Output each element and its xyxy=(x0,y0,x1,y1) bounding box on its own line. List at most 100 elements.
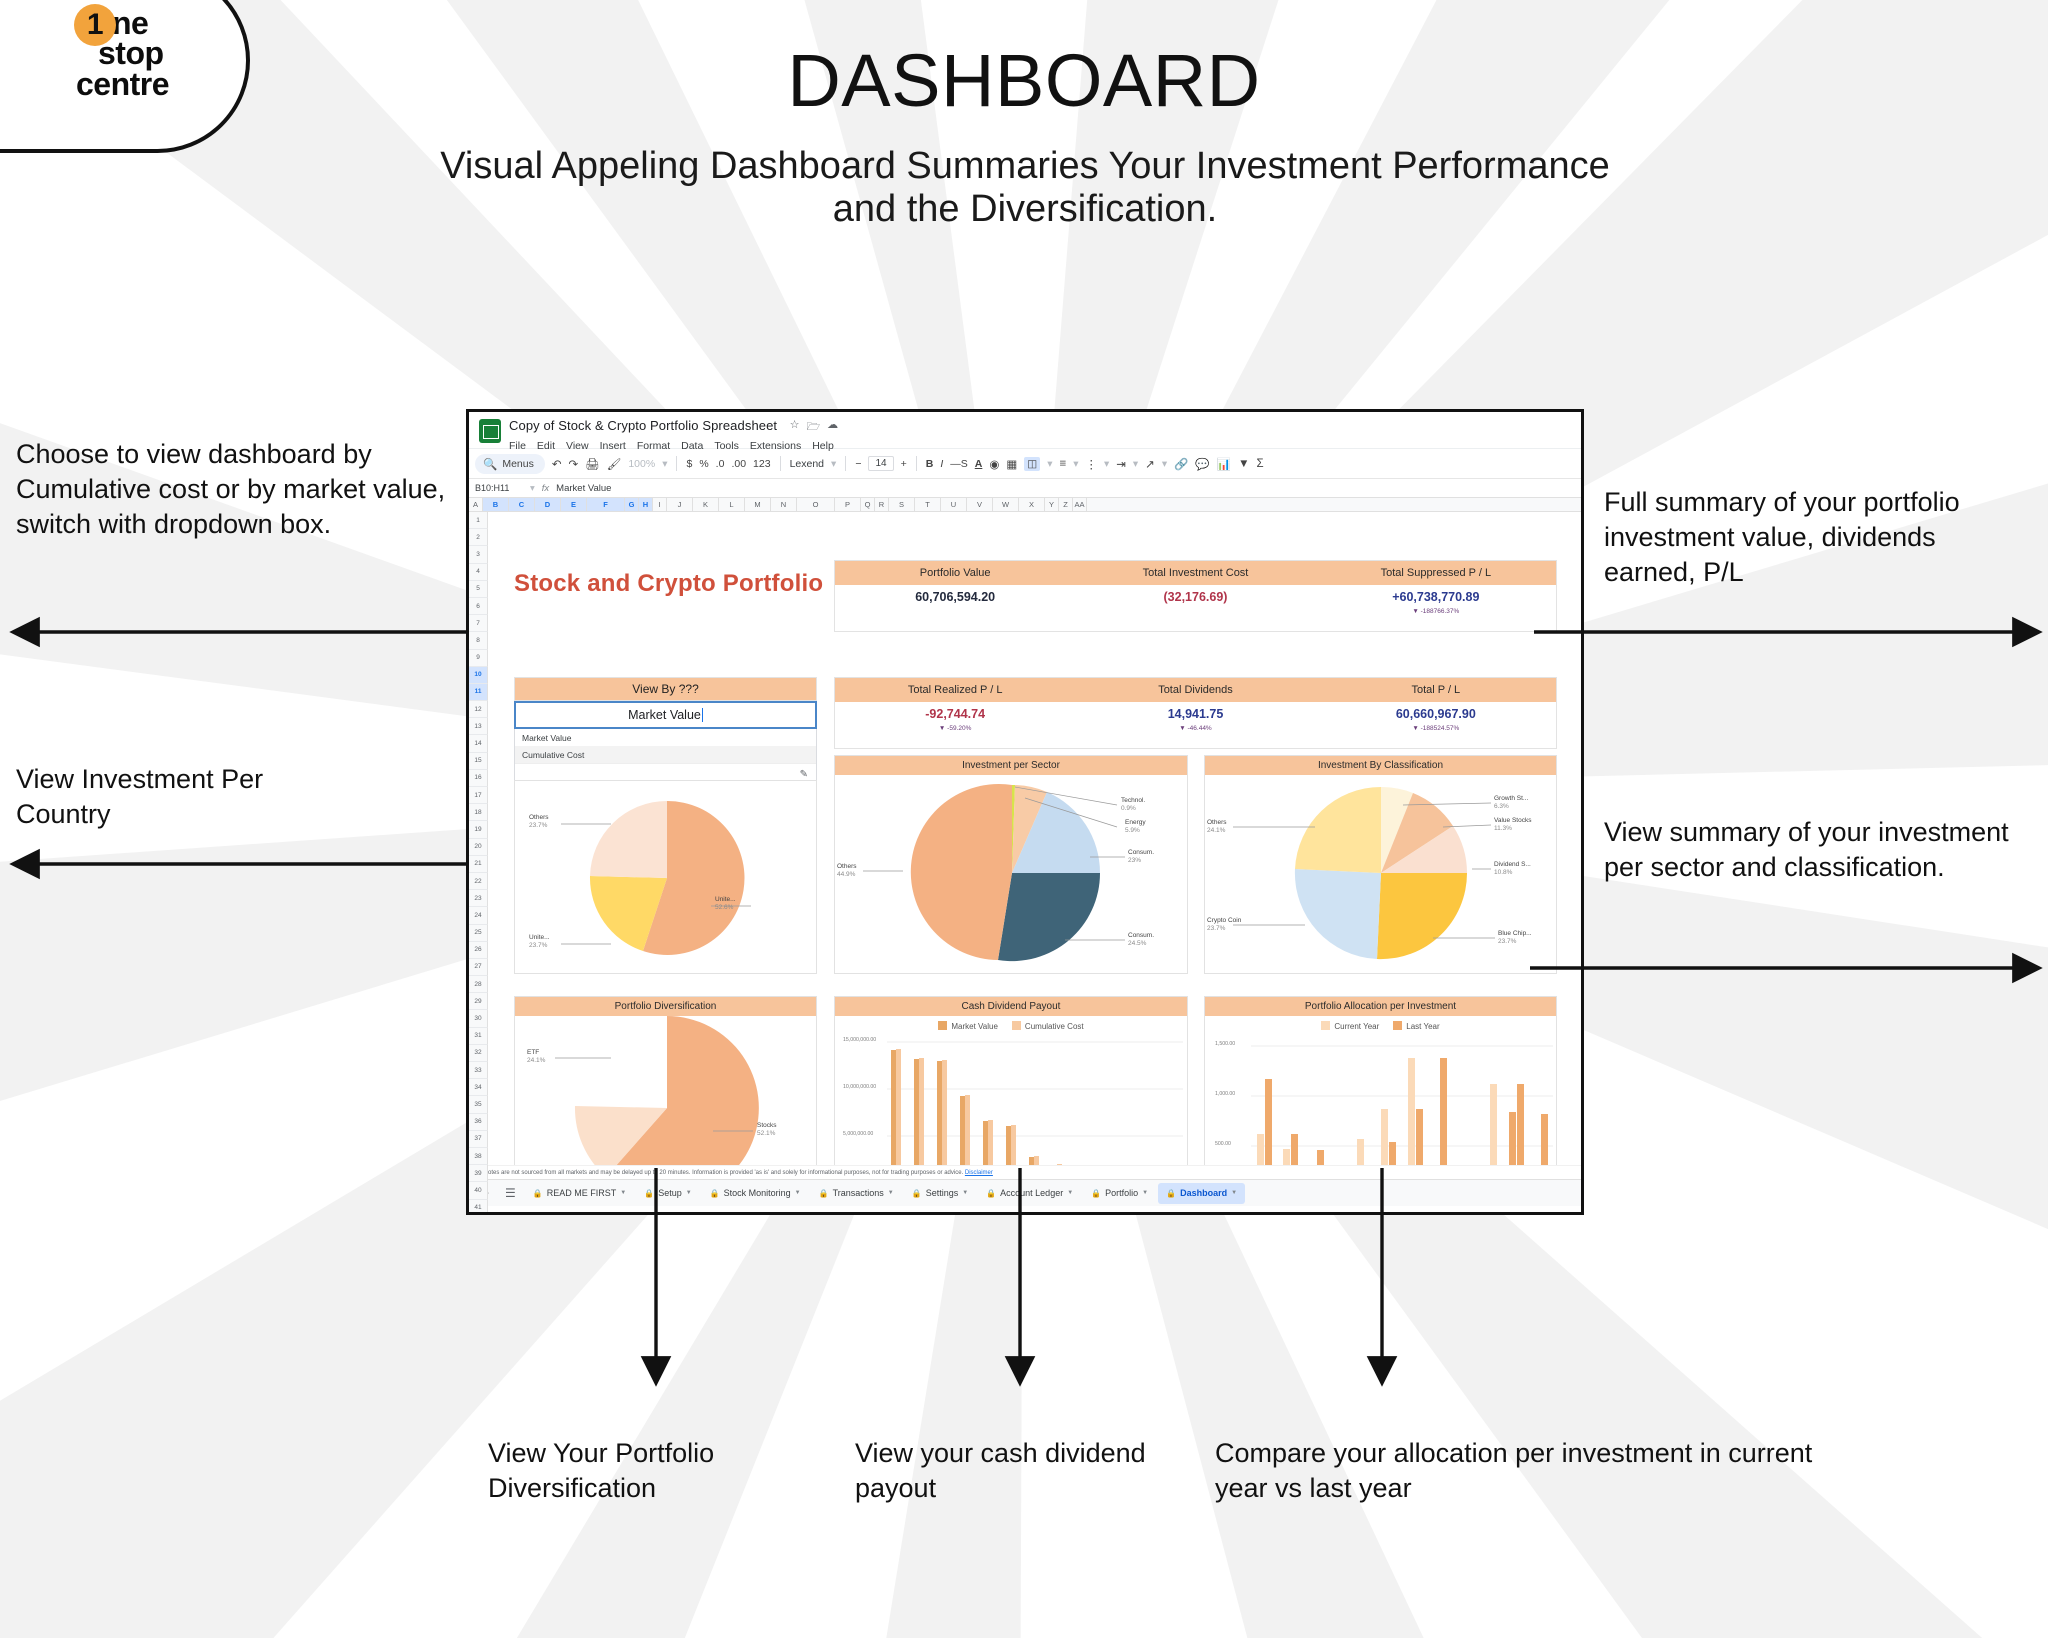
chevron-down-icon[interactable]: ▼ xyxy=(620,1190,627,1196)
row-header-18[interactable]: 18 xyxy=(469,804,488,822)
row-header-20[interactable]: 20 xyxy=(469,838,488,856)
more-formats-button[interactable]: 123 xyxy=(753,457,771,470)
row-header-28[interactable]: 28 xyxy=(469,976,488,994)
wrap-chevron-down-icon[interactable]: ▾ xyxy=(1132,457,1139,470)
functions-icon[interactable]: Σ xyxy=(1256,457,1264,470)
column-header-k[interactable]: K xyxy=(693,498,719,511)
menu-data[interactable]: Data xyxy=(681,440,704,452)
align-chevron-down-icon[interactable]: ▾ xyxy=(1073,457,1079,470)
column-header-j[interactable]: J xyxy=(667,498,693,511)
font-family-select[interactable]: Lexend xyxy=(789,457,825,470)
decrease-decimal-button[interactable]: .0 xyxy=(715,457,725,470)
column-header-e[interactable]: E xyxy=(561,498,587,511)
chevron-down-icon[interactable]: ▼ xyxy=(685,1190,692,1196)
column-header-d[interactable]: D xyxy=(535,498,561,511)
column-header-p[interactable]: P xyxy=(835,498,861,511)
row-header-10[interactable]: 10 xyxy=(469,666,488,684)
bold-icon[interactable]: B xyxy=(925,457,934,470)
row-header-24[interactable]: 24 xyxy=(469,907,488,925)
column-header-t[interactable]: T xyxy=(915,498,941,511)
column-header-w[interactable]: W xyxy=(993,498,1019,511)
italic-icon[interactable]: I xyxy=(940,457,944,470)
row-header-8[interactable]: 8 xyxy=(469,632,488,650)
formula-input[interactable]: Market Value xyxy=(556,482,612,494)
row-header-12[interactable]: 12 xyxy=(469,701,488,719)
column-header-u[interactable]: U xyxy=(941,498,967,511)
column-header-f[interactable]: F xyxy=(587,498,625,511)
menu-insert[interactable]: Insert xyxy=(599,440,626,452)
star-icon[interactable]: ☆ xyxy=(789,419,800,431)
row-header-1[interactable]: 1 xyxy=(469,512,488,530)
cloud-icon[interactable]: ☁ xyxy=(827,419,839,431)
row-header-41[interactable]: 41 xyxy=(469,1199,488,1212)
row-header-29[interactable]: 29 xyxy=(469,993,488,1011)
edit-pencil-icon[interactable]: ✎ xyxy=(799,769,808,780)
view-by-input[interactable]: Market Value xyxy=(514,701,817,729)
menu-tools[interactable]: Tools xyxy=(714,440,739,452)
column-header-b[interactable]: B xyxy=(483,498,509,511)
row-header-11[interactable]: 11 xyxy=(469,683,488,702)
menus-search-button[interactable]: 🔍 Menus xyxy=(475,453,545,474)
merge-chevron-down-icon[interactable]: ▾ xyxy=(1047,457,1053,470)
merge-cells-icon[interactable]: ◫ xyxy=(1024,456,1041,471)
column-header-o[interactable]: O xyxy=(797,498,835,511)
name-box-chevron-down-icon[interactable]: ▾ xyxy=(530,482,535,494)
column-header-r[interactable]: R xyxy=(875,498,889,511)
row-header-21[interactable]: 21 xyxy=(469,855,488,873)
chevron-down-icon[interactable]: ▼ xyxy=(1142,1190,1149,1196)
insert-link-icon[interactable]: 🔗 xyxy=(1174,458,1189,471)
column-header-s[interactable]: S xyxy=(889,498,915,511)
percent-format-button[interactable]: % xyxy=(699,457,709,470)
row-header-36[interactable]: 36 xyxy=(469,1113,488,1131)
chevron-down-icon[interactable]: ▼ xyxy=(887,1190,894,1196)
row-header-25[interactable]: 25 xyxy=(469,924,488,942)
chart-investment-per-sector[interactable]: Investment per Sector xyxy=(834,755,1188,974)
view-by-option-cumulative-cost[interactable]: Cumulative Cost xyxy=(515,746,816,763)
row-header-27[interactable]: 27 xyxy=(469,958,488,977)
chevron-down-icon[interactable]: ▼ xyxy=(1067,1190,1074,1196)
menu-help[interactable]: Help xyxy=(812,440,834,452)
row-header-40[interactable]: 40 xyxy=(469,1182,488,1200)
row-header-17[interactable]: 17 xyxy=(469,787,488,805)
sheet-tab-dashboard[interactable]: 🔒 Dashboard ▼ xyxy=(1158,1182,1246,1204)
column-header-a[interactable]: A xyxy=(469,498,483,511)
text-rotation-icon[interactable]: ↗ xyxy=(1145,458,1155,471)
row-header-4[interactable]: 4 xyxy=(469,563,488,581)
zoom-level[interactable]: 100% xyxy=(628,457,656,470)
row-header-19[interactable]: 19 xyxy=(469,821,488,839)
rotation-chevron-down-icon[interactable]: ▾ xyxy=(1161,457,1168,470)
chart-investment-by-classification[interactable]: Investment By Classification xyxy=(1204,755,1557,974)
column-header-l[interactable]: L xyxy=(719,498,745,511)
row-header-2[interactable]: 2 xyxy=(469,529,488,547)
chevron-down-icon[interactable]: ▼ xyxy=(962,1190,969,1196)
font-size-input[interactable]: 14 xyxy=(868,456,894,471)
increase-decimal-button[interactable]: .00 xyxy=(731,457,747,470)
insert-comment-icon[interactable]: 💬 xyxy=(1195,458,1210,471)
row-header-37[interactable]: 37 xyxy=(469,1130,488,1148)
decrease-font-size-button[interactable]: − xyxy=(855,457,862,470)
chart-cash-dividend-payout[interactable]: Cash Dividend Payout Market Value Cumula… xyxy=(834,996,1188,1176)
disclaimer-link[interactable]: Disclaimer xyxy=(964,1170,993,1176)
row-header-32[interactable]: 32 xyxy=(469,1044,488,1062)
row-header-13[interactable]: 13 xyxy=(469,718,488,736)
row-header-15[interactable]: 15 xyxy=(469,752,488,770)
grid-canvas[interactable]: Stock and Crypto Portfolio Portfolio Val… xyxy=(488,512,1581,1206)
column-header-m[interactable]: M xyxy=(745,498,771,511)
redo-icon[interactable]: ↷ xyxy=(568,458,579,471)
vertical-align-icon[interactable]: ⋮ xyxy=(1085,458,1097,471)
undo-icon[interactable]: ↶ xyxy=(551,458,562,471)
sheet-tab-account-ledger[interactable]: 🔒 Account Ledger ▼ xyxy=(986,1188,1074,1198)
menu-format[interactable]: Format xyxy=(636,440,671,452)
column-header-aa[interactable]: AA xyxy=(1073,498,1087,511)
row-header-39[interactable]: 39 xyxy=(469,1165,488,1183)
filter-icon[interactable]: ▼ xyxy=(1238,457,1250,470)
increase-font-size-button[interactable]: + xyxy=(900,457,907,470)
borders-icon[interactable]: ▦ xyxy=(1006,458,1018,471)
font-chevron-down-icon[interactable]: ▾ xyxy=(831,457,837,470)
view-by-option-market-value[interactable]: Market Value xyxy=(522,732,572,743)
chart-portfolio-allocation[interactable]: Portfolio Allocation per Investment Curr… xyxy=(1204,996,1557,1176)
column-header-q[interactable]: Q xyxy=(861,498,875,511)
row-header-33[interactable]: 33 xyxy=(469,1062,488,1080)
fill-color-icon[interactable]: ◉ xyxy=(989,458,1000,471)
